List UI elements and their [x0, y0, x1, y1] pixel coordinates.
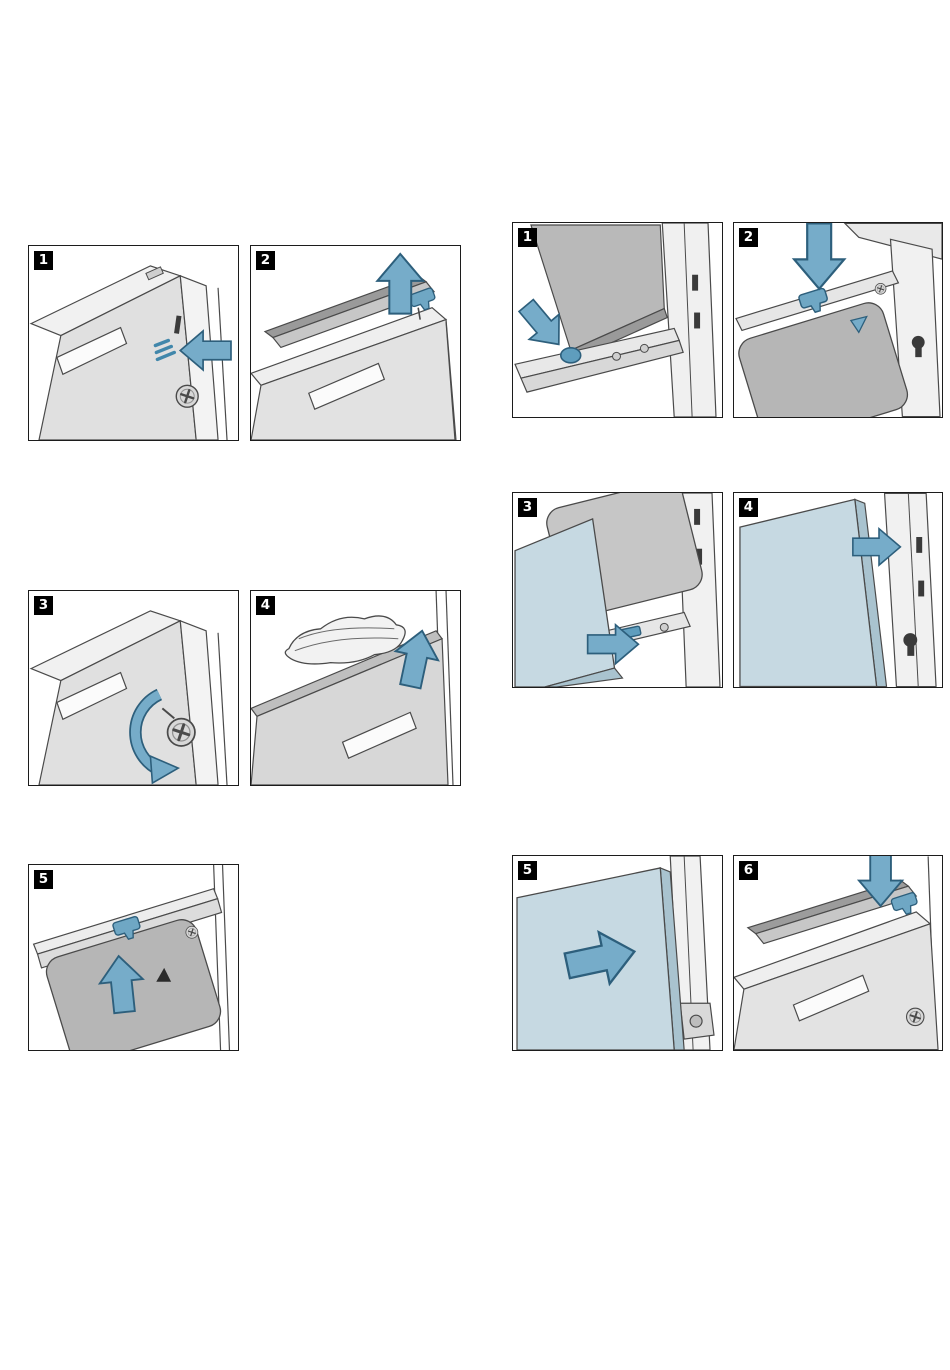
step-panel-left-4: 4 [250, 590, 461, 786]
step-panel-right-4: 4 [733, 492, 943, 688]
step-panel-left-1: 1 [28, 245, 239, 441]
screw-icon [905, 1007, 925, 1027]
step-panel-left-5: 5 [28, 864, 239, 1051]
push-clip-upwards-illustration [32, 865, 231, 1050]
step-panel-right-2: 2 [733, 222, 943, 418]
spring-clip-icon [153, 338, 176, 362]
screw-icon [874, 282, 887, 295]
step-panel-left-3: 3 [28, 590, 239, 786]
step-number-badge: 1 [34, 251, 53, 270]
cloth-icon [284, 615, 406, 665]
step-panel-right-5: 5 [512, 855, 723, 1051]
screw-icon [166, 717, 197, 748]
step-number-badge: 2 [739, 228, 758, 247]
rotate-ccw-arrow-icon [129, 688, 181, 785]
unscrew-fixing-screw-illustration [29, 610, 228, 785]
triangle-marker-icon [849, 315, 868, 334]
step-panel-right-6: 6 [733, 855, 943, 1051]
slide-glass-into-door-illustration [516, 856, 715, 1050]
step-number-badge: 2 [256, 251, 275, 270]
step-panel-left-2: 2 [250, 245, 461, 441]
step-number-badge: 5 [518, 861, 537, 880]
step-panel-right-1: 1 [512, 222, 723, 418]
step-number-badge: 5 [34, 870, 53, 889]
press-lock-spring-illustration [29, 265, 232, 440]
step-number-badge: 6 [739, 861, 758, 880]
fit-retaining-rail-illustration [734, 856, 939, 1050]
step-panel-right-3: 3 [512, 492, 723, 688]
tilt-glass-onto-catch-illustration [513, 223, 717, 417]
catch-button-icon [559, 347, 582, 364]
down-block-arrow-icon [793, 223, 846, 290]
screw-icon [175, 384, 200, 409]
screw-icon [185, 925, 199, 939]
step-number-badge: 4 [739, 498, 758, 517]
triangle-marker-icon [156, 967, 172, 982]
press-clip-down-illustration [735, 223, 942, 417]
step-number-badge: 3 [518, 498, 537, 517]
step-number-badge: 3 [34, 596, 53, 615]
lift-glass-with-cloth-illustration [251, 591, 454, 785]
lift-off-retaining-rail-illustration [251, 252, 457, 440]
step-number-badge: 4 [256, 596, 275, 615]
insert-glass-bottom-edge-illustration [514, 493, 721, 687]
step-number-badge: 1 [518, 228, 537, 247]
press-glass-into-frame-illustration [739, 493, 937, 687]
